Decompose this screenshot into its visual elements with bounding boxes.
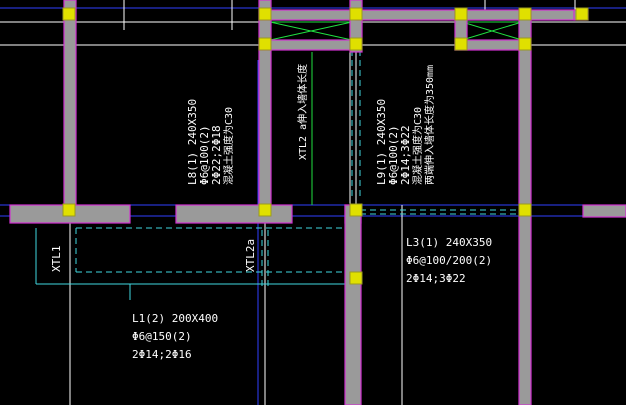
l1-line3: 2Φ14;2Φ16 bbox=[132, 348, 192, 361]
wall-segment bbox=[63, 0, 77, 213]
l1-line2: Φ6@150(2) bbox=[132, 330, 192, 343]
label-l3: L3(1) 240X350 Φ6@100/200(2) 2Φ14;3Φ22 bbox=[406, 236, 492, 285]
l8-line4: 混凝土强度为C30 bbox=[222, 107, 235, 185]
label-xtl2-top: XTL2 a伸入墙体长度 bbox=[296, 64, 309, 160]
label-l1: L1(2) 200X400 Φ6@150(2) 2Φ14;2Φ16 bbox=[132, 312, 218, 361]
label-l8: L8(1) 240X350 Φ6@100(2) 2Φ22;2Φ18 混凝土强度为… bbox=[186, 99, 235, 185]
leader-lines bbox=[35, 228, 345, 300]
l3-line2: Φ6@100/200(2) bbox=[406, 254, 492, 267]
wall-segment bbox=[258, 39, 360, 51]
column bbox=[258, 37, 272, 51]
l1-line1: L1(2) 200X400 bbox=[132, 312, 218, 325]
wall-segment bbox=[175, 204, 293, 224]
column bbox=[575, 7, 589, 21]
walls bbox=[9, 0, 626, 405]
l9-line4: 混凝土强度为C30 bbox=[411, 107, 424, 185]
wall-segment bbox=[258, 0, 272, 213]
l9-line1: L9(1) 240X350 bbox=[375, 99, 388, 185]
l3-line3: 2Φ14;3Φ22 bbox=[406, 272, 466, 285]
column bbox=[349, 37, 363, 51]
column bbox=[518, 7, 532, 21]
wall-segment bbox=[582, 204, 626, 218]
column bbox=[454, 7, 468, 21]
xtl2a-text: XTL2a bbox=[244, 239, 257, 272]
wall-segment bbox=[258, 9, 360, 21]
l8-line3: 2Φ22;2Φ18 bbox=[210, 125, 223, 185]
l9-line5: 两端伸入墙体长度为350mm bbox=[423, 65, 436, 185]
column bbox=[258, 7, 272, 21]
label-xtl2a: XTL2a bbox=[244, 239, 257, 272]
label-xtl1: XTL1 bbox=[50, 246, 63, 273]
l9-line3: 2Φ14;3Φ22 bbox=[399, 125, 412, 185]
wall-segment bbox=[344, 204, 362, 405]
xtl1-text: XTL1 bbox=[50, 246, 63, 273]
columns bbox=[62, 7, 589, 285]
l3-line1: L3(1) 240X350 bbox=[406, 236, 492, 249]
column bbox=[62, 203, 76, 217]
bracing-x-marks bbox=[269, 21, 523, 41]
column bbox=[349, 7, 363, 21]
xtl2-top-text: XTL2 a伸入墙体长度 bbox=[296, 64, 309, 160]
column bbox=[518, 37, 532, 51]
column bbox=[62, 7, 76, 21]
l8-line1: L8(1) 240X350 bbox=[186, 99, 199, 185]
column bbox=[349, 271, 363, 285]
wall-segment bbox=[355, 9, 589, 21]
l9-line2: Φ6@100(2) bbox=[387, 125, 400, 185]
column bbox=[258, 203, 272, 217]
column bbox=[454, 37, 468, 51]
l8-line2: Φ6@100(2) bbox=[198, 125, 211, 185]
label-l9: L9(1) 240X350 Φ6@100(2) 2Φ14;3Φ22 混凝土强度为… bbox=[375, 65, 436, 185]
column bbox=[518, 203, 532, 217]
column bbox=[349, 203, 363, 217]
